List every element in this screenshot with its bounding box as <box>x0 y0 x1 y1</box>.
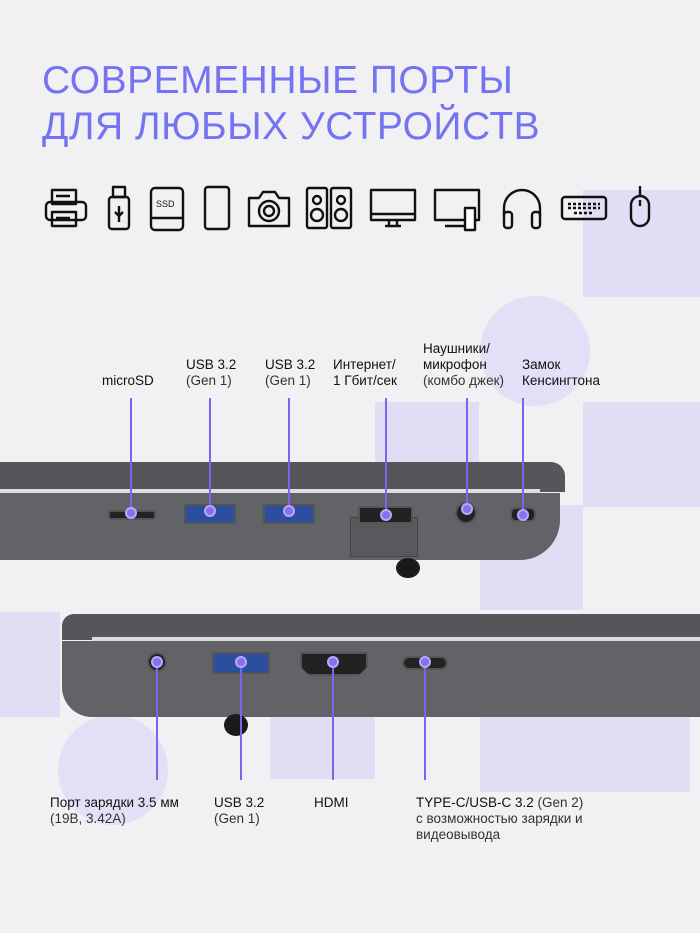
decor-square <box>270 717 375 779</box>
decor-square <box>583 402 700 507</box>
port-marker <box>204 505 216 517</box>
port-marker <box>419 656 431 668</box>
leader-line <box>522 398 524 514</box>
label-text: USB 3.2 <box>214 795 265 810</box>
decor-circle <box>58 715 168 825</box>
label-text: Кенсингтона <box>522 373 601 388</box>
leader-line <box>466 398 468 508</box>
ssd-icon: SSD <box>143 184 191 232</box>
label-text: (Gen 1) <box>214 811 260 826</box>
keyboard-icon <box>560 184 608 232</box>
label-usb-1: USB 3.2(Gen 1) <box>186 357 236 389</box>
title-line: ДЛЯ ЛЮБЫХ УСТРОЙСТВ <box>42 105 541 148</box>
label-text: TYPE-C/USB-C 3.2 <box>416 795 534 810</box>
device-icons: SSD <box>40 184 670 232</box>
label-text: microSD <box>102 373 154 388</box>
decor-square <box>583 190 700 297</box>
speakers-icon <box>305 184 353 232</box>
port-marker <box>235 656 247 668</box>
leader-line <box>209 398 211 510</box>
label-text: (комбо джек) <box>423 373 504 388</box>
label-text: (Gen 1) <box>265 373 311 388</box>
label-text: (Gen 1) <box>186 373 232 388</box>
label-ethernet: Интернет/1 Гбит/сек <box>333 357 397 389</box>
leader-line <box>240 662 242 780</box>
label-usb-2: USB 3.2(Gen 1) <box>265 357 315 389</box>
ssd-label: SSD <box>156 199 175 209</box>
label-text: (19В, 3.42А) <box>50 811 126 826</box>
label-microsd: microSD <box>102 373 154 389</box>
port-marker <box>517 509 529 521</box>
printer-icon <box>42 184 90 232</box>
decor-circle <box>480 296 590 406</box>
port-marker <box>327 656 339 668</box>
label-usb-c: TYPE-C/USB-C 3.2 (Gen 2)с возможностью з… <box>416 795 583 843</box>
leader-line <box>332 662 334 780</box>
leader-line <box>156 662 158 780</box>
label-text: видеовывода <box>416 827 501 842</box>
mouse-icon <box>616 184 664 232</box>
label-text: (Gen 2) <box>533 795 584 810</box>
label-text: USB 3.2 <box>186 357 237 372</box>
port-marker <box>380 509 392 521</box>
port-marker <box>151 656 163 668</box>
title-line: СОВРЕМЕННЫЕ ПОРТЫ <box>42 59 514 102</box>
leader-line <box>385 398 387 514</box>
camera-icon <box>245 184 293 232</box>
smartphone-icon <box>193 184 241 232</box>
monitor-icon <box>369 184 417 232</box>
label-text: USB 3.2 <box>265 357 316 372</box>
port-marker <box>283 505 295 517</box>
label-text: Наушники/ <box>423 341 490 356</box>
label-text: Порт зарядки 3.5 мм <box>50 795 179 810</box>
label-text: с возможностью зарядки и <box>416 811 583 826</box>
label-hdmi: HDMI <box>314 795 349 811</box>
label-charging: Порт зарядки 3.5 мм(19В, 3.42А) <box>50 795 179 827</box>
label-audio: Наушники/микрофон(комбо джек) <box>423 341 504 389</box>
label-usb-3: USB 3.2(Gen 1) <box>214 795 264 827</box>
tv-remote-icon <box>433 184 481 232</box>
label-text: HDMI <box>314 795 349 810</box>
headphones-icon <box>498 184 546 232</box>
usb-flash-icon <box>95 184 143 232</box>
label-text: Замок <box>522 357 561 372</box>
port-marker <box>125 507 137 519</box>
leader-line <box>424 662 426 780</box>
label-text: Интернет/ <box>333 357 396 372</box>
label-text: 1 Гбит/сек <box>333 373 397 388</box>
leader-line <box>288 398 290 510</box>
decor-square <box>480 717 690 792</box>
page-title: СОВРЕМЕННЫЕ ПОРТЫ ДЛЯ ЛЮБЫХ УСТРОЙСТВ <box>42 58 540 150</box>
label-text: микрофон <box>423 357 487 372</box>
port-marker <box>461 503 473 515</box>
leader-line <box>130 398 132 512</box>
decor-square <box>0 612 60 717</box>
